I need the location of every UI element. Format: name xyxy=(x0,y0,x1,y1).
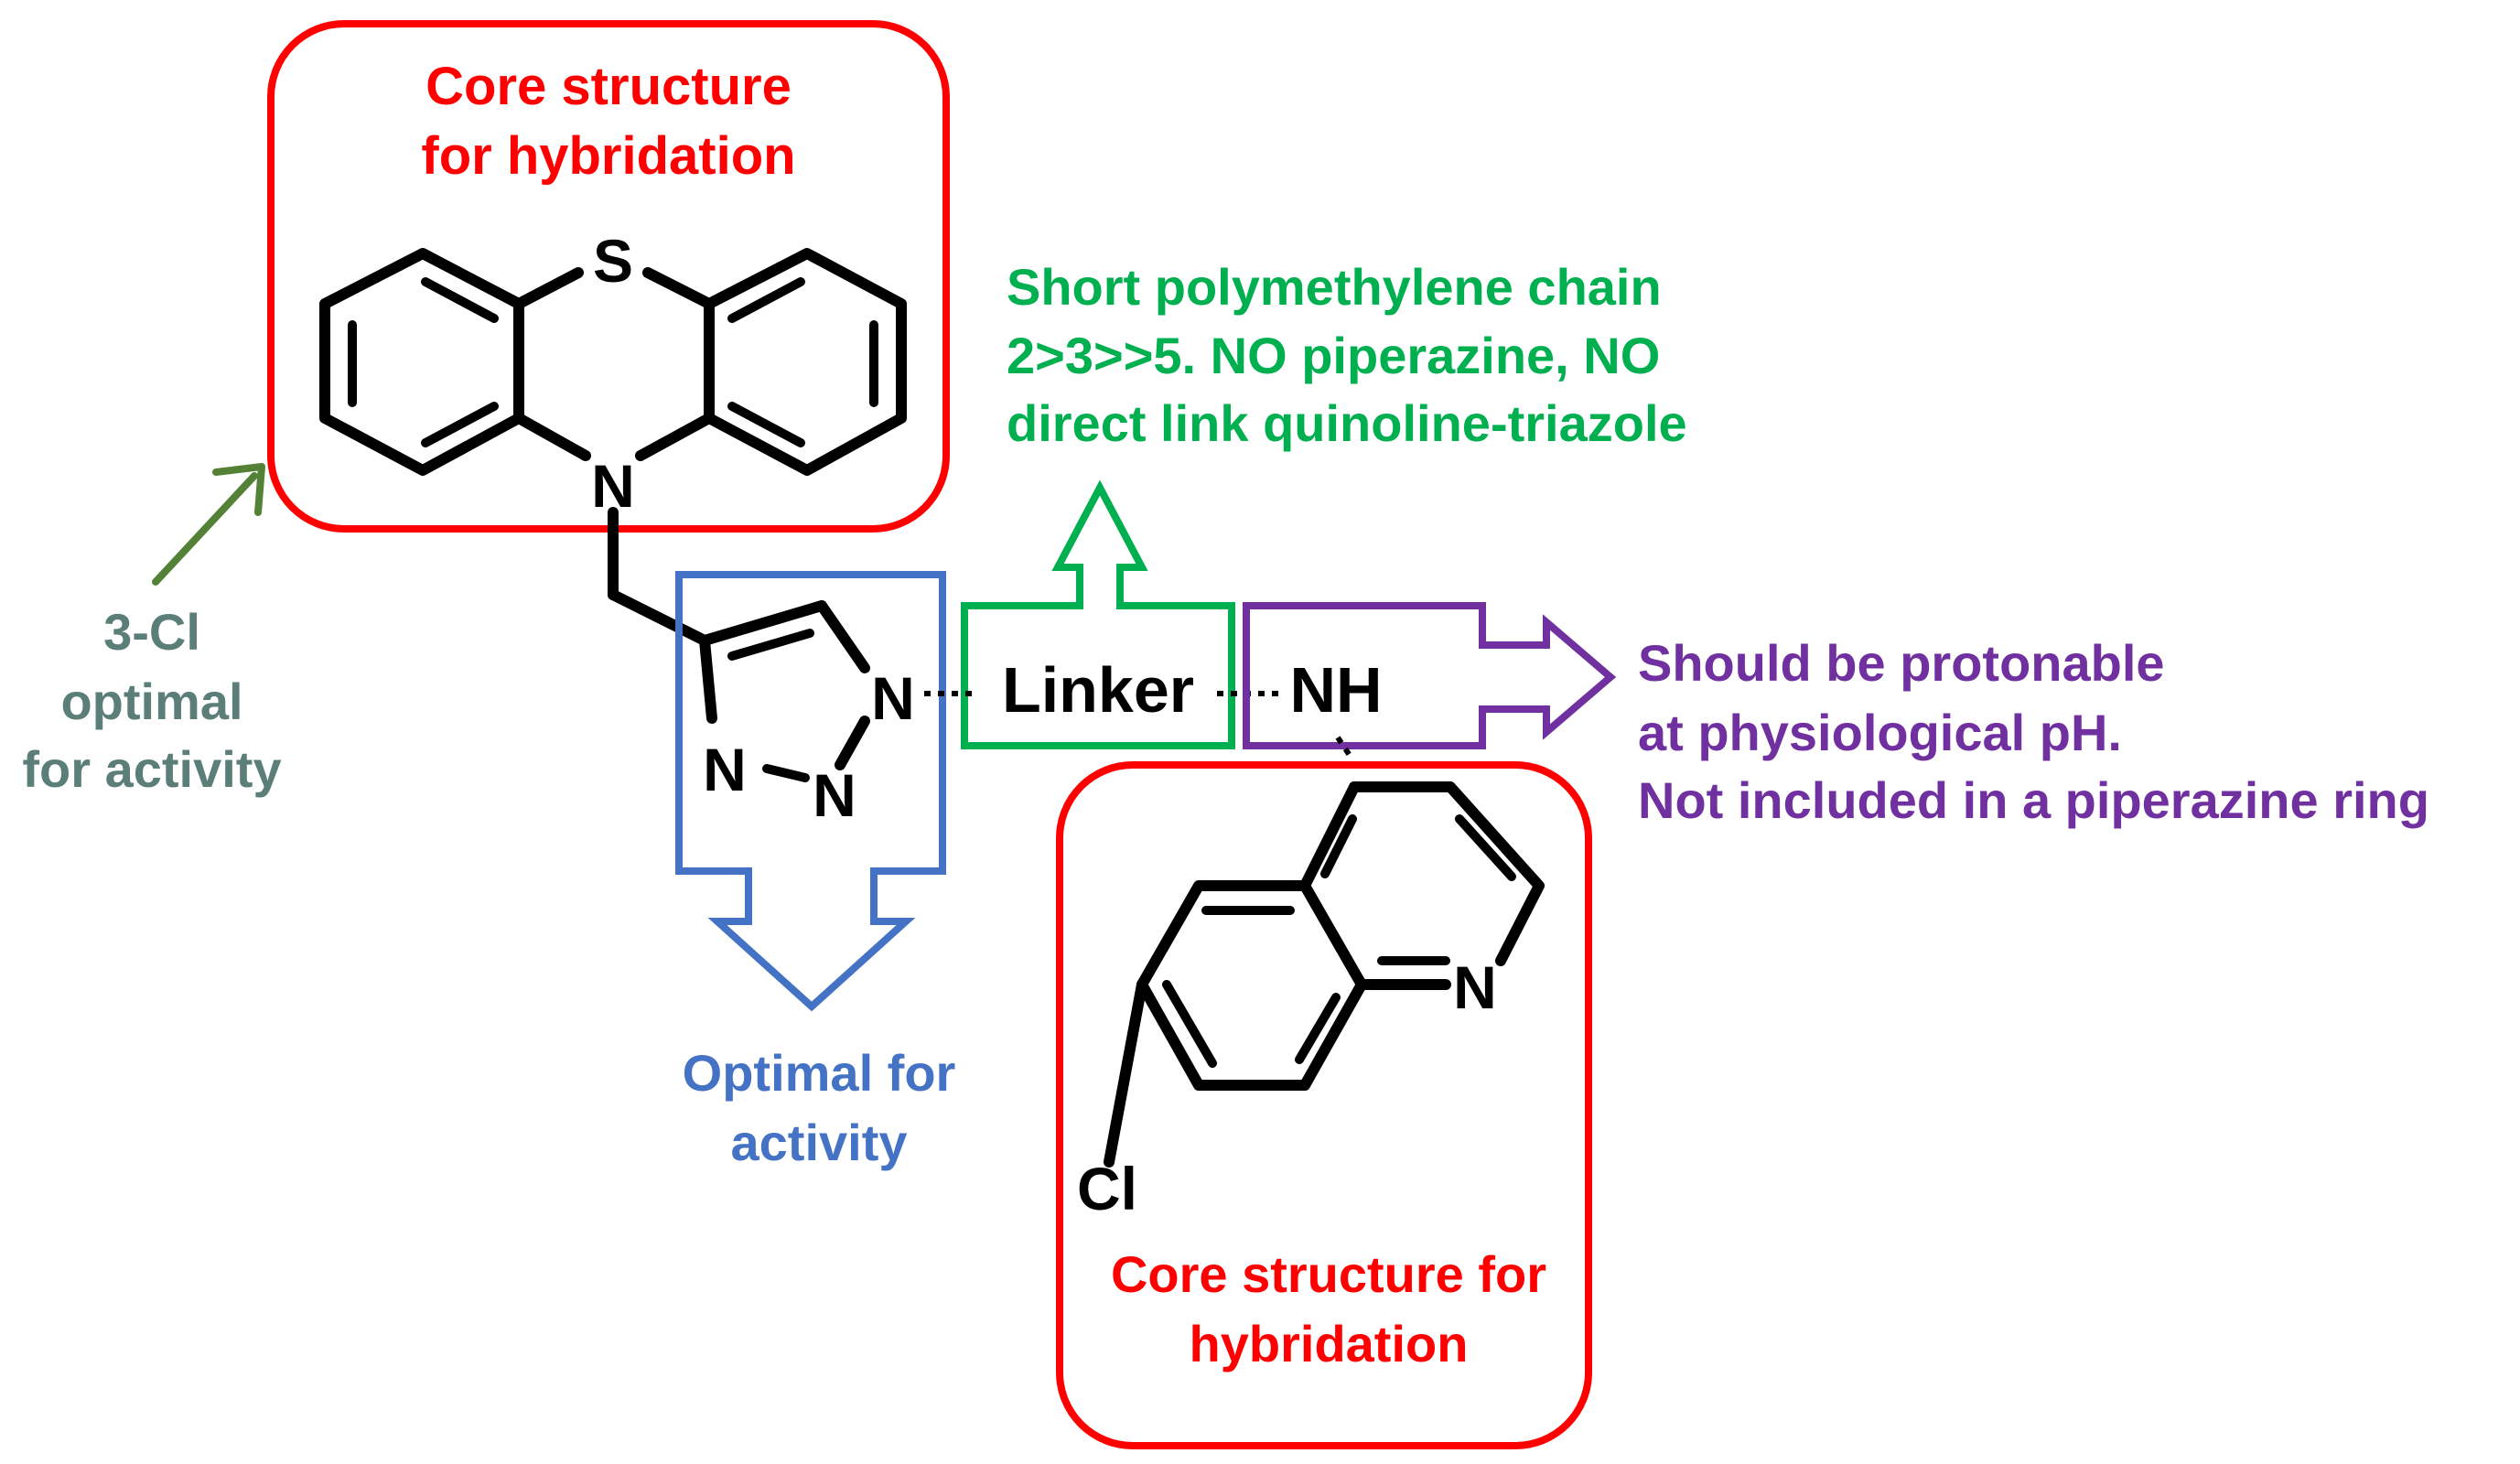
core-top-label-line2: for hybridation xyxy=(421,126,795,186)
linker-note-line1: Short polymethylene chain xyxy=(1007,258,1662,316)
amine-note-line2: at physiological pH. xyxy=(1638,704,2122,761)
substituent-note-line2: optimal xyxy=(60,673,242,730)
core-bottom-label-line1: Core structure for xyxy=(1111,1245,1546,1303)
amine-box xyxy=(1243,602,1617,749)
substituent-note-line1: 3-Cl xyxy=(103,603,200,661)
amine-label: NH xyxy=(1289,654,1382,726)
diagonal-arrow-icon xyxy=(152,463,265,586)
atom-chloro: Cl xyxy=(1077,1155,1137,1222)
amine-note-line3: Not included in a piperazine ring xyxy=(1638,771,2429,829)
phenothiazine-bonds xyxy=(319,248,907,646)
atom-ring-nitrogen: N xyxy=(591,452,635,520)
core-top-label-line1: Core structure xyxy=(425,57,792,116)
linker-note-line3: direct link quinoline-triazole xyxy=(1007,394,1687,452)
atom-sulfur: S xyxy=(593,227,633,295)
amine-note-line1: Should be protonable xyxy=(1638,634,2165,692)
quinoline-bonds xyxy=(1104,736,1545,1168)
linker-note-line2: 2>3>>5. NO piperazine, NO xyxy=(1007,327,1660,384)
atom-triazole-n1: N xyxy=(871,664,915,732)
triazole-bonds xyxy=(699,600,870,782)
substituent-note-line3: for activity xyxy=(22,740,281,798)
triazole-note-line1: Optimal for xyxy=(683,1044,956,1102)
core-bottom-label-line2: hybridation xyxy=(1190,1315,1469,1372)
core-box-bottom xyxy=(1056,761,1592,1449)
atom-triazole-n3: N xyxy=(703,736,747,803)
linker-box xyxy=(961,479,1235,749)
linker-label: Linker xyxy=(1002,654,1194,726)
atom-triazole-n2: N xyxy=(813,761,856,829)
triazole-box xyxy=(675,571,946,1012)
triazole-note-line2: activity xyxy=(731,1114,908,1171)
atom-quinoline-nitrogen: N xyxy=(1453,953,1497,1021)
